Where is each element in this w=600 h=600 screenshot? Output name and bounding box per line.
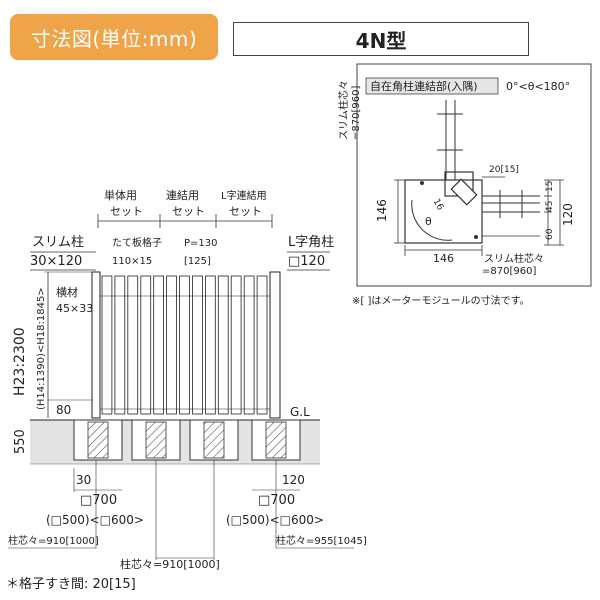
- dim-120: 120: [282, 473, 305, 487]
- fence-slat: [153, 275, 164, 415]
- fence-slat: [140, 275, 152, 415]
- gl-label: G.L: [290, 405, 310, 419]
- pitch-label: P=130: [184, 238, 218, 249]
- slat-label: たて板格子: [112, 236, 162, 249]
- span-right: 柱芯々=955[1045]: [276, 534, 367, 547]
- inset-dim-20: 20[15]: [489, 165, 519, 175]
- slim-post-label: スリム柱: [32, 235, 84, 250]
- inset-dim-60: 60: [545, 228, 555, 240]
- slat-size: 110×15: [112, 256, 152, 267]
- height-dim: H23:2300: [12, 327, 28, 396]
- set-link-label-1: 連結用: [166, 188, 199, 202]
- inset-h-label-1: スリム柱芯々: [484, 252, 544, 265]
- module-note: ※[ ]はメーターモジュールの寸法です。: [352, 294, 530, 307]
- inset-dim-45: 45: [545, 201, 555, 212]
- inset-dim-146-left: 146: [375, 199, 389, 222]
- foundation-right: □700: [258, 493, 295, 508]
- inset-v-label-1: スリム柱芯々: [337, 80, 350, 140]
- inset-theta: θ: [425, 215, 432, 228]
- l-post-size: □120: [288, 254, 325, 269]
- l-post-label: L字角柱: [288, 235, 334, 250]
- set-l-label-2: セット: [229, 205, 262, 218]
- span-left: 柱芯々=910[1000]: [8, 534, 99, 547]
- page-title: 寸法図(単位:mm): [10, 14, 218, 60]
- rail-label: 横材: [56, 285, 78, 299]
- set-single-label-2: セット: [110, 205, 143, 218]
- set-l-label-1: L字連結用: [221, 189, 267, 202]
- fence-slat: [166, 275, 177, 415]
- model-name: 4N型: [233, 22, 529, 56]
- height-dim-alt: (H14:1390)<H18:1845>: [36, 287, 47, 410]
- inset-v-label-2: =870[960]: [351, 86, 362, 140]
- inset-dim-16: 16: [431, 197, 446, 212]
- depth-550: 550: [13, 429, 28, 454]
- inset-label: 自在角柱連結部(入隅): [370, 79, 478, 93]
- foundation-left: □700: [80, 493, 117, 508]
- span-center: 柱芯々=910[1000]: [120, 557, 220, 571]
- fence-slat: [101, 275, 113, 415]
- set-link-label-2: セット: [172, 205, 205, 218]
- fence-slat: [127, 275, 139, 415]
- pitch-alt: [125]: [184, 256, 211, 267]
- inset-dim-15: 15: [545, 181, 555, 192]
- inset-dim-146-bottom: 146: [433, 252, 454, 265]
- foundation-alt-left: (□500)<□600>: [46, 513, 144, 527]
- fence-slats: [101, 275, 268, 415]
- fence-elevation: 単体用 セット 連結用 セット L字連結用 セット スリム柱 30×120 たて…: [8, 188, 367, 571]
- fence-slat: [230, 275, 242, 415]
- rail-size: 45×33: [56, 302, 93, 315]
- fence-slat: [204, 275, 216, 415]
- fence-slat: [256, 275, 268, 415]
- gap-80: 80: [56, 403, 71, 417]
- inset-dim-120: 120: [561, 203, 575, 226]
- inset-h-label-2: =870[960]: [482, 266, 536, 277]
- fence-slat: [114, 275, 126, 415]
- fence-slat: [192, 275, 203, 415]
- fence-slat: [243, 275, 255, 415]
- slim-post-size: 30×120: [30, 254, 82, 269]
- set-single-label-1: 単体用: [104, 188, 137, 202]
- slat-gap-footnote: ＊格子すき間: 20[15]: [6, 576, 136, 592]
- dim-30: 30: [76, 473, 91, 487]
- foundation-alt-right: (□500)<□600>: [226, 513, 324, 527]
- fence-slat: [217, 275, 229, 415]
- inset-detail: 自在角柱連結部(入隅) 0°<θ<180° スリム柱芯々 =870[960] θ…: [337, 63, 592, 287]
- fence-slat: [179, 275, 190, 415]
- angle-range: 0°<θ<180°: [506, 80, 570, 93]
